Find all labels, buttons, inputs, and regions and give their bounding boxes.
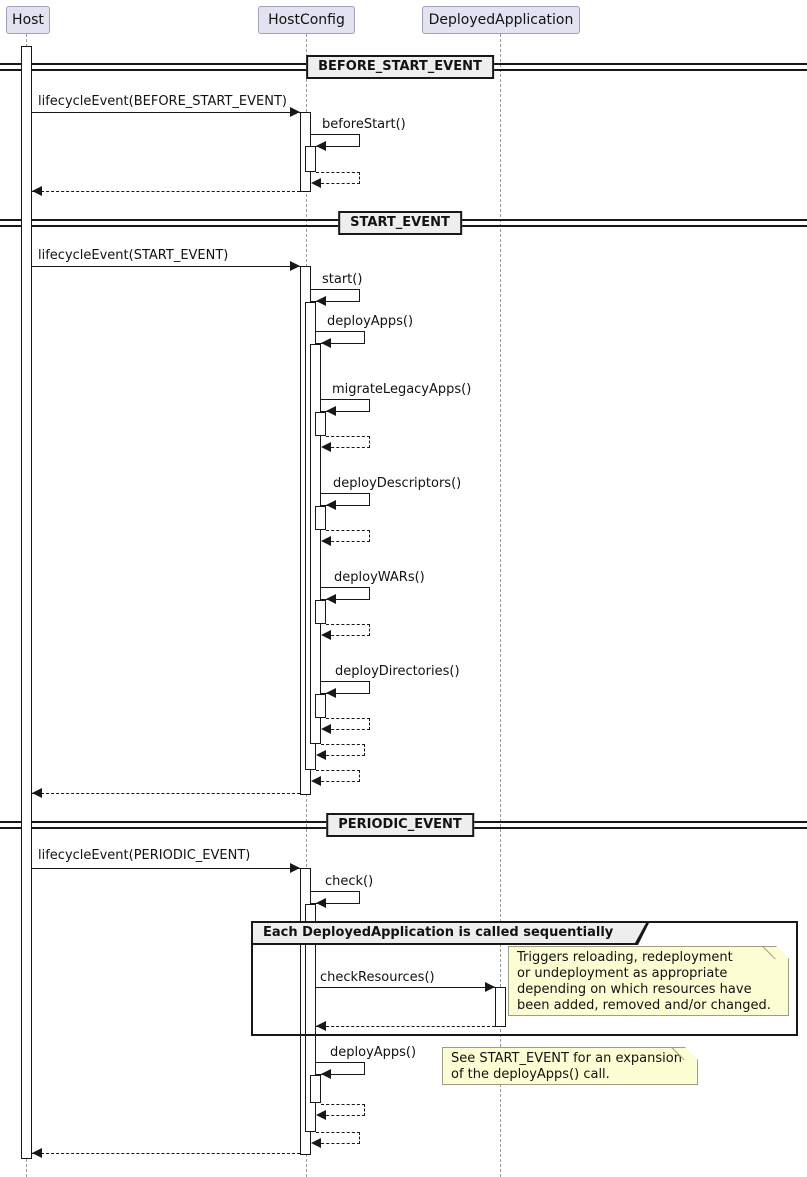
arrowhead-left-icon <box>311 178 321 188</box>
arrowhead-left-icon <box>32 186 42 196</box>
message-line-lifecycle-start <box>31 266 300 267</box>
self-return-deploy-wars <box>326 624 370 636</box>
self-call-deploy-directories <box>321 681 370 694</box>
self-call-migrate-legacy-apps <box>321 399 370 412</box>
self-return-deploy-directories <box>326 718 370 730</box>
self-return-migrate-legacy-apps <box>326 436 370 448</box>
participant-deployedapplication-label: DeployedApplication <box>428 12 574 28</box>
arrowhead-left-icon <box>32 788 42 798</box>
arrowhead-left-icon <box>321 442 331 452</box>
arrowhead-left-icon <box>32 1148 42 1158</box>
arrowhead-left-icon <box>321 536 331 546</box>
participant-hostconfig: HostConfig <box>258 6 355 34</box>
arrowhead-left-icon <box>316 750 326 760</box>
message-label-before-start: beforeStart() <box>322 117 406 132</box>
return-line-to-host <box>31 793 300 794</box>
arrowhead-left-icon <box>326 500 336 510</box>
group-title: Each DeployedApplication is called seque… <box>263 925 614 940</box>
message-label-deploy-apps: deployApps() <box>327 314 414 329</box>
self-return-deploy-apps-periodic <box>321 1104 365 1116</box>
arrowhead-left-icon <box>316 898 326 908</box>
arrowhead-left-icon <box>321 724 331 734</box>
participant-deployedapplication: DeployedApplication <box>422 6 580 34</box>
arrowhead-left-icon <box>321 338 331 348</box>
self-call-deploy-wars <box>321 587 370 600</box>
group-header-fill <box>253 923 646 943</box>
activation-bar-deploy-apps-periodic <box>310 1075 321 1103</box>
message-line-lifecycle-before-start <box>31 112 300 113</box>
divider-periodic-label: PERIODIC_EVENT <box>326 813 474 837</box>
message-label-check: check() <box>325 874 374 889</box>
self-call-start <box>311 289 360 302</box>
note-deploy-apps: See START_EVENT for an expansion of the … <box>442 1047 698 1085</box>
note-fold-icon <box>685 1047 698 1060</box>
message-label-deploy-directories: deployDirectories() <box>335 664 460 679</box>
self-call-deploy-apps-periodic <box>316 1062 365 1075</box>
self-call-before-start <box>311 134 360 147</box>
note-deploy-apps-text: See START_EVENT for an expansion of the … <box>451 1051 682 1082</box>
arrowhead-left-icon <box>326 688 336 698</box>
arrowhead-left-icon <box>316 141 326 151</box>
message-label-start: start() <box>322 272 363 287</box>
message-label-deploy-descriptors: deployDescriptors() <box>333 476 462 491</box>
self-return-deploy-apps <box>321 744 365 756</box>
note-fold-icon <box>776 946 789 959</box>
activation-bar-deploy-descriptors <box>315 506 326 530</box>
message-line-check-resources <box>316 987 495 988</box>
return-line-check-resources <box>316 1026 495 1027</box>
arrowhead-left-icon <box>321 1069 331 1079</box>
activation-bar-deploy-wars <box>315 600 326 624</box>
self-return-start <box>316 770 360 782</box>
message-label-lifecycle-before-start: lifecycleEvent(BEFORE_START_EVENT) <box>38 94 287 109</box>
self-return-deploy-descriptors <box>326 530 370 542</box>
return-line-to-host <box>31 191 300 192</box>
arrowhead-left-icon <box>316 1021 326 1031</box>
lifeline-deployedapplication <box>500 34 501 1177</box>
arrowhead-left-icon <box>311 776 321 786</box>
self-return-before-start <box>316 172 360 184</box>
self-call-deploy-descriptors <box>321 493 370 506</box>
participant-host-label: Host <box>12 12 44 28</box>
self-call-deploy-apps <box>316 331 365 344</box>
arrowhead-right-icon <box>290 107 300 117</box>
return-line-to-host <box>31 1153 300 1154</box>
activation-bar-check <box>305 904 316 1132</box>
participant-hostconfig-label: HostConfig <box>268 12 345 28</box>
activation-bar-deploy-apps <box>310 344 321 744</box>
divider-start-label: START_EVENT <box>338 211 462 235</box>
message-label-check-resources: checkResources() <box>320 970 435 985</box>
arrowhead-left-icon <box>326 406 336 416</box>
activation-bar-deployedapplication <box>495 987 506 1027</box>
arrowhead-right-icon <box>290 261 300 271</box>
arrowhead-left-icon <box>316 296 326 306</box>
message-line-lifecycle-periodic <box>31 868 300 869</box>
activation-bar-hostconfig-nested <box>305 146 316 172</box>
message-label-migrate-legacy-apps: migrateLegacyApps() <box>332 382 472 397</box>
self-return-check <box>316 1132 360 1144</box>
arrowhead-left-icon <box>321 630 331 640</box>
arrowhead-right-icon <box>485 982 495 992</box>
activation-bar-host <box>21 46 32 1159</box>
self-call-check <box>311 891 360 904</box>
participant-host: Host <box>6 6 50 34</box>
activation-bar-migrate-legacy-apps <box>315 412 326 436</box>
message-label-deploy-wars: deployWARs() <box>334 570 425 585</box>
message-label-lifecycle-start: lifecycleEvent(START_EVENT) <box>38 248 229 263</box>
arrowhead-left-icon <box>326 594 336 604</box>
note-check-resources: Triggers reloading, redeployment or unde… <box>508 946 789 1016</box>
note-check-resources-text: Triggers reloading, redeployment or unde… <box>517 950 771 1013</box>
arrowhead-right-icon <box>290 863 300 873</box>
message-label-deploy-apps-periodic: deployApps() <box>330 1045 417 1060</box>
arrowhead-left-icon <box>311 1138 321 1148</box>
divider-before-start-label: BEFORE_START_EVENT <box>306 55 494 79</box>
activation-bar-deploy-directories <box>315 694 326 718</box>
arrowhead-left-icon <box>316 1110 326 1120</box>
message-label-lifecycle-periodic: lifecycleEvent(PERIODIC_EVENT) <box>38 848 251 863</box>
